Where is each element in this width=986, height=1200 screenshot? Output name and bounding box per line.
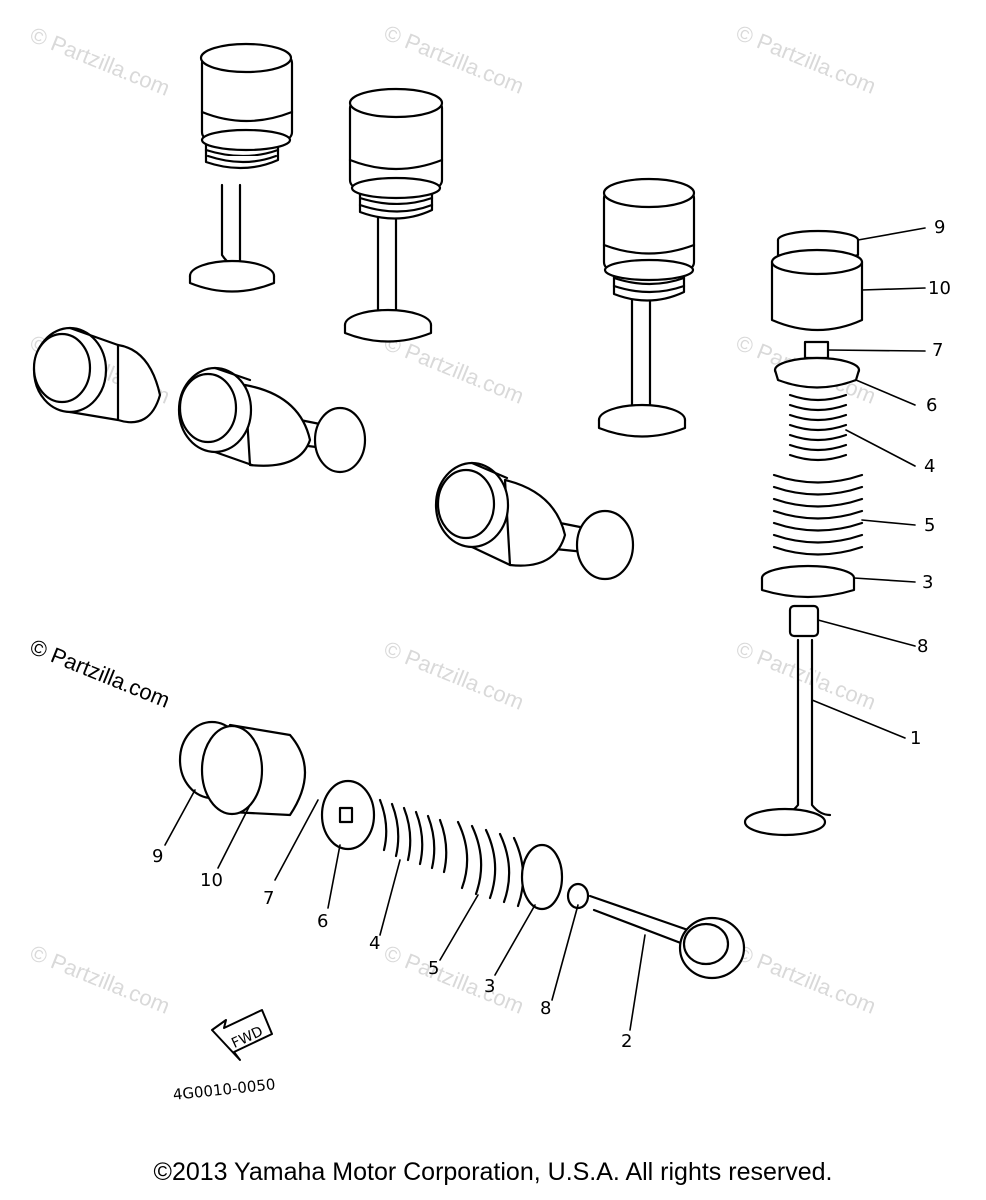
valve-assembly-upright (597, 177, 696, 438)
callout-label: 5 (428, 958, 440, 979)
callout-label: 6 (317, 911, 329, 932)
valve-assembly-tilted (177, 366, 367, 474)
callout-label: 6 (926, 395, 938, 416)
valve-assembly-upright (343, 87, 444, 343)
fwd-arrow-icon (211, 1009, 273, 1061)
callout-label: 1 (910, 728, 922, 749)
callout-label: 3 (484, 976, 496, 997)
callout-label: 2 (621, 1031, 633, 1052)
callout-label: 9 (152, 846, 164, 867)
valve-assembly-tilted (32, 326, 162, 424)
valve-assembly-tilted (434, 461, 635, 581)
callout-label: 4 (369, 933, 381, 954)
callout-label: 8 (540, 998, 552, 1019)
callout-label: 7 (263, 888, 275, 909)
callout-label: 10 (928, 278, 951, 299)
callout-label: 10 (200, 870, 223, 891)
callout-label: 5 (924, 515, 936, 536)
exploded-column-right (743, 229, 864, 837)
callout-label: 7 (932, 340, 944, 361)
valve-assembly-upright (188, 42, 294, 293)
exploded-row-bottom (178, 720, 746, 980)
callout-label: 9 (934, 217, 946, 238)
callout-label: 3 (922, 572, 934, 593)
copyright-notice: ©2013 Yamaha Motor Corporation, U.S.A. A… (153, 1158, 833, 1186)
callout-label: 8 (917, 636, 929, 657)
callout-label: 4 (924, 456, 936, 477)
